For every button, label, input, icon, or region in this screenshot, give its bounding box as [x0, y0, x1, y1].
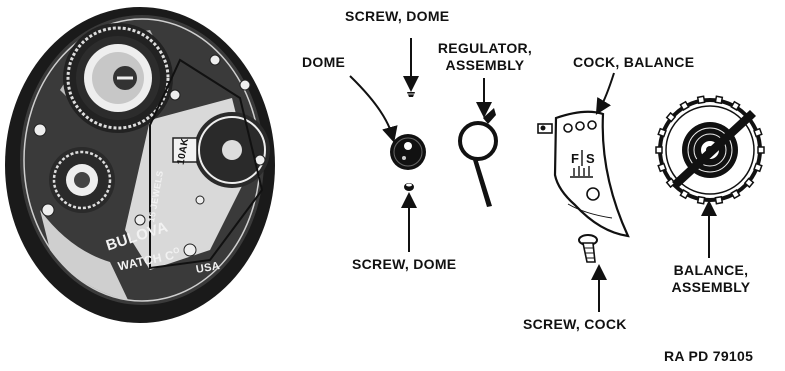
balance-assembly-part: [656, 96, 764, 203]
label-balance-line2: ASSEMBLY: [656, 279, 766, 296]
cock-mark-slow: S: [586, 150, 595, 167]
label-balance-assembly: BALANCE, ASSEMBLY: [656, 262, 766, 296]
dome-screw-bottom: [404, 183, 414, 191]
cock-mark-fast: F: [571, 150, 579, 167]
balance-rim-screw: [758, 147, 764, 153]
balance-rim-screw: [656, 147, 662, 153]
label-screw-dome-top: SCREW, DOME: [345, 8, 449, 25]
balance-rim-screw: [658, 129, 666, 137]
balance-cock-part: [538, 112, 628, 236]
dome-part: [390, 134, 426, 170]
label-regulator-assembly: REGULATOR, ASSEMBLY: [430, 40, 540, 74]
label-screw-cock: SCREW, COCK: [523, 316, 627, 333]
balance-rim-screw: [658, 164, 666, 172]
regulator-part: [460, 108, 496, 207]
watch-movement: [5, 7, 275, 323]
label-regulator-line1: REGULATOR,: [430, 40, 540, 57]
balance-rim-screw: [715, 197, 722, 204]
balance-rim-screw: [698, 197, 705, 204]
figure-code: RA PD 79105: [664, 348, 753, 365]
label-cock-balance: COCK, BALANCE: [573, 54, 694, 71]
label-balance-line1: BALANCE,: [656, 262, 766, 279]
label-dome: DOME: [302, 54, 345, 71]
label-screw-dome-bottom: SCREW, DOME: [352, 256, 456, 273]
balance-rim-screw: [754, 164, 762, 172]
label-regulator-line2: ASSEMBLY: [430, 57, 540, 74]
balance-rim-screw: [754, 129, 762, 137]
center-wheel: [63, 23, 173, 133]
dome-screw-top: [407, 92, 415, 97]
cock-screw-part: [579, 235, 597, 262]
balance-rim-screw: [698, 96, 705, 103]
balance-rim-screw: [715, 96, 722, 103]
